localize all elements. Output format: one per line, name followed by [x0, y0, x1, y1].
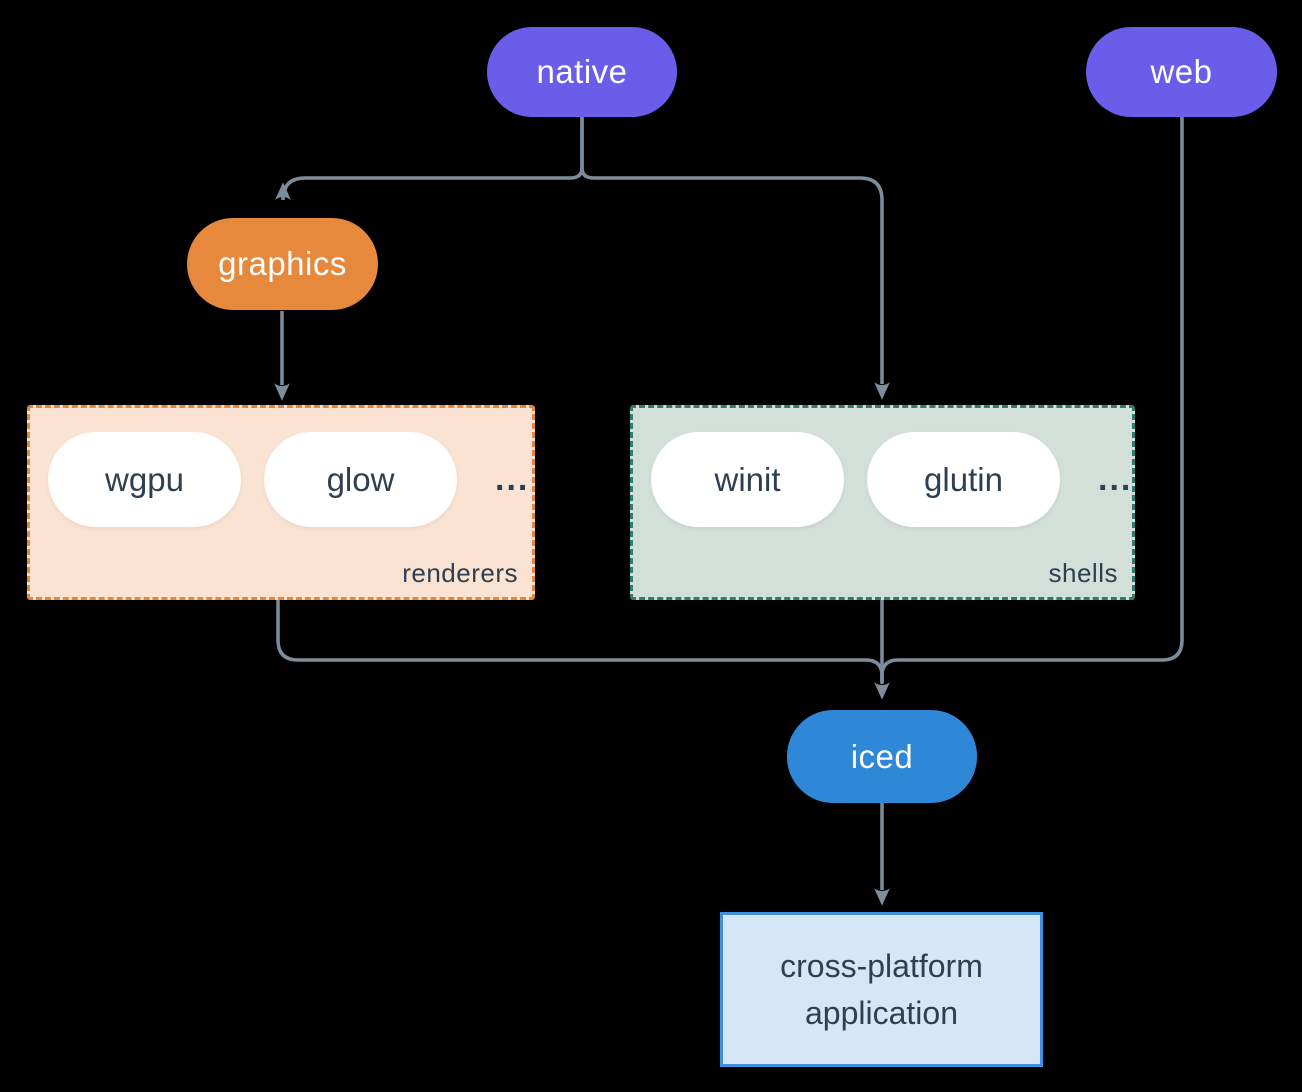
- group-renderers: wgpu glow ... renderers: [27, 405, 535, 600]
- shells-ellipsis: ...: [1098, 460, 1133, 498]
- node-cross-platform-application: cross-platform application: [720, 912, 1043, 1067]
- renderers-pill-row: wgpu glow ...: [48, 432, 529, 527]
- node-native: native: [487, 27, 677, 117]
- node-winit: winit: [651, 432, 844, 527]
- renderers-label: renderers: [402, 558, 518, 588]
- shells-label: shells: [1048, 558, 1118, 588]
- edge-renderers-to-junction: [276, 600, 884, 682]
- edge-native-to-graphics: [275, 117, 584, 201]
- edge-native-to-shells: [580, 117, 890, 400]
- renderers-ellipsis: ...: [495, 460, 530, 498]
- node-glow: glow: [264, 432, 457, 527]
- shells-pill-row: winit glutin ...: [651, 432, 1132, 527]
- node-wgpu: wgpu: [48, 432, 241, 527]
- node-iced: iced: [787, 710, 977, 803]
- node-web: web: [1086, 27, 1277, 117]
- node-graphics: graphics: [187, 218, 378, 310]
- node-glutin: glutin: [867, 432, 1060, 527]
- group-shells: winit glutin ... shells: [630, 405, 1135, 600]
